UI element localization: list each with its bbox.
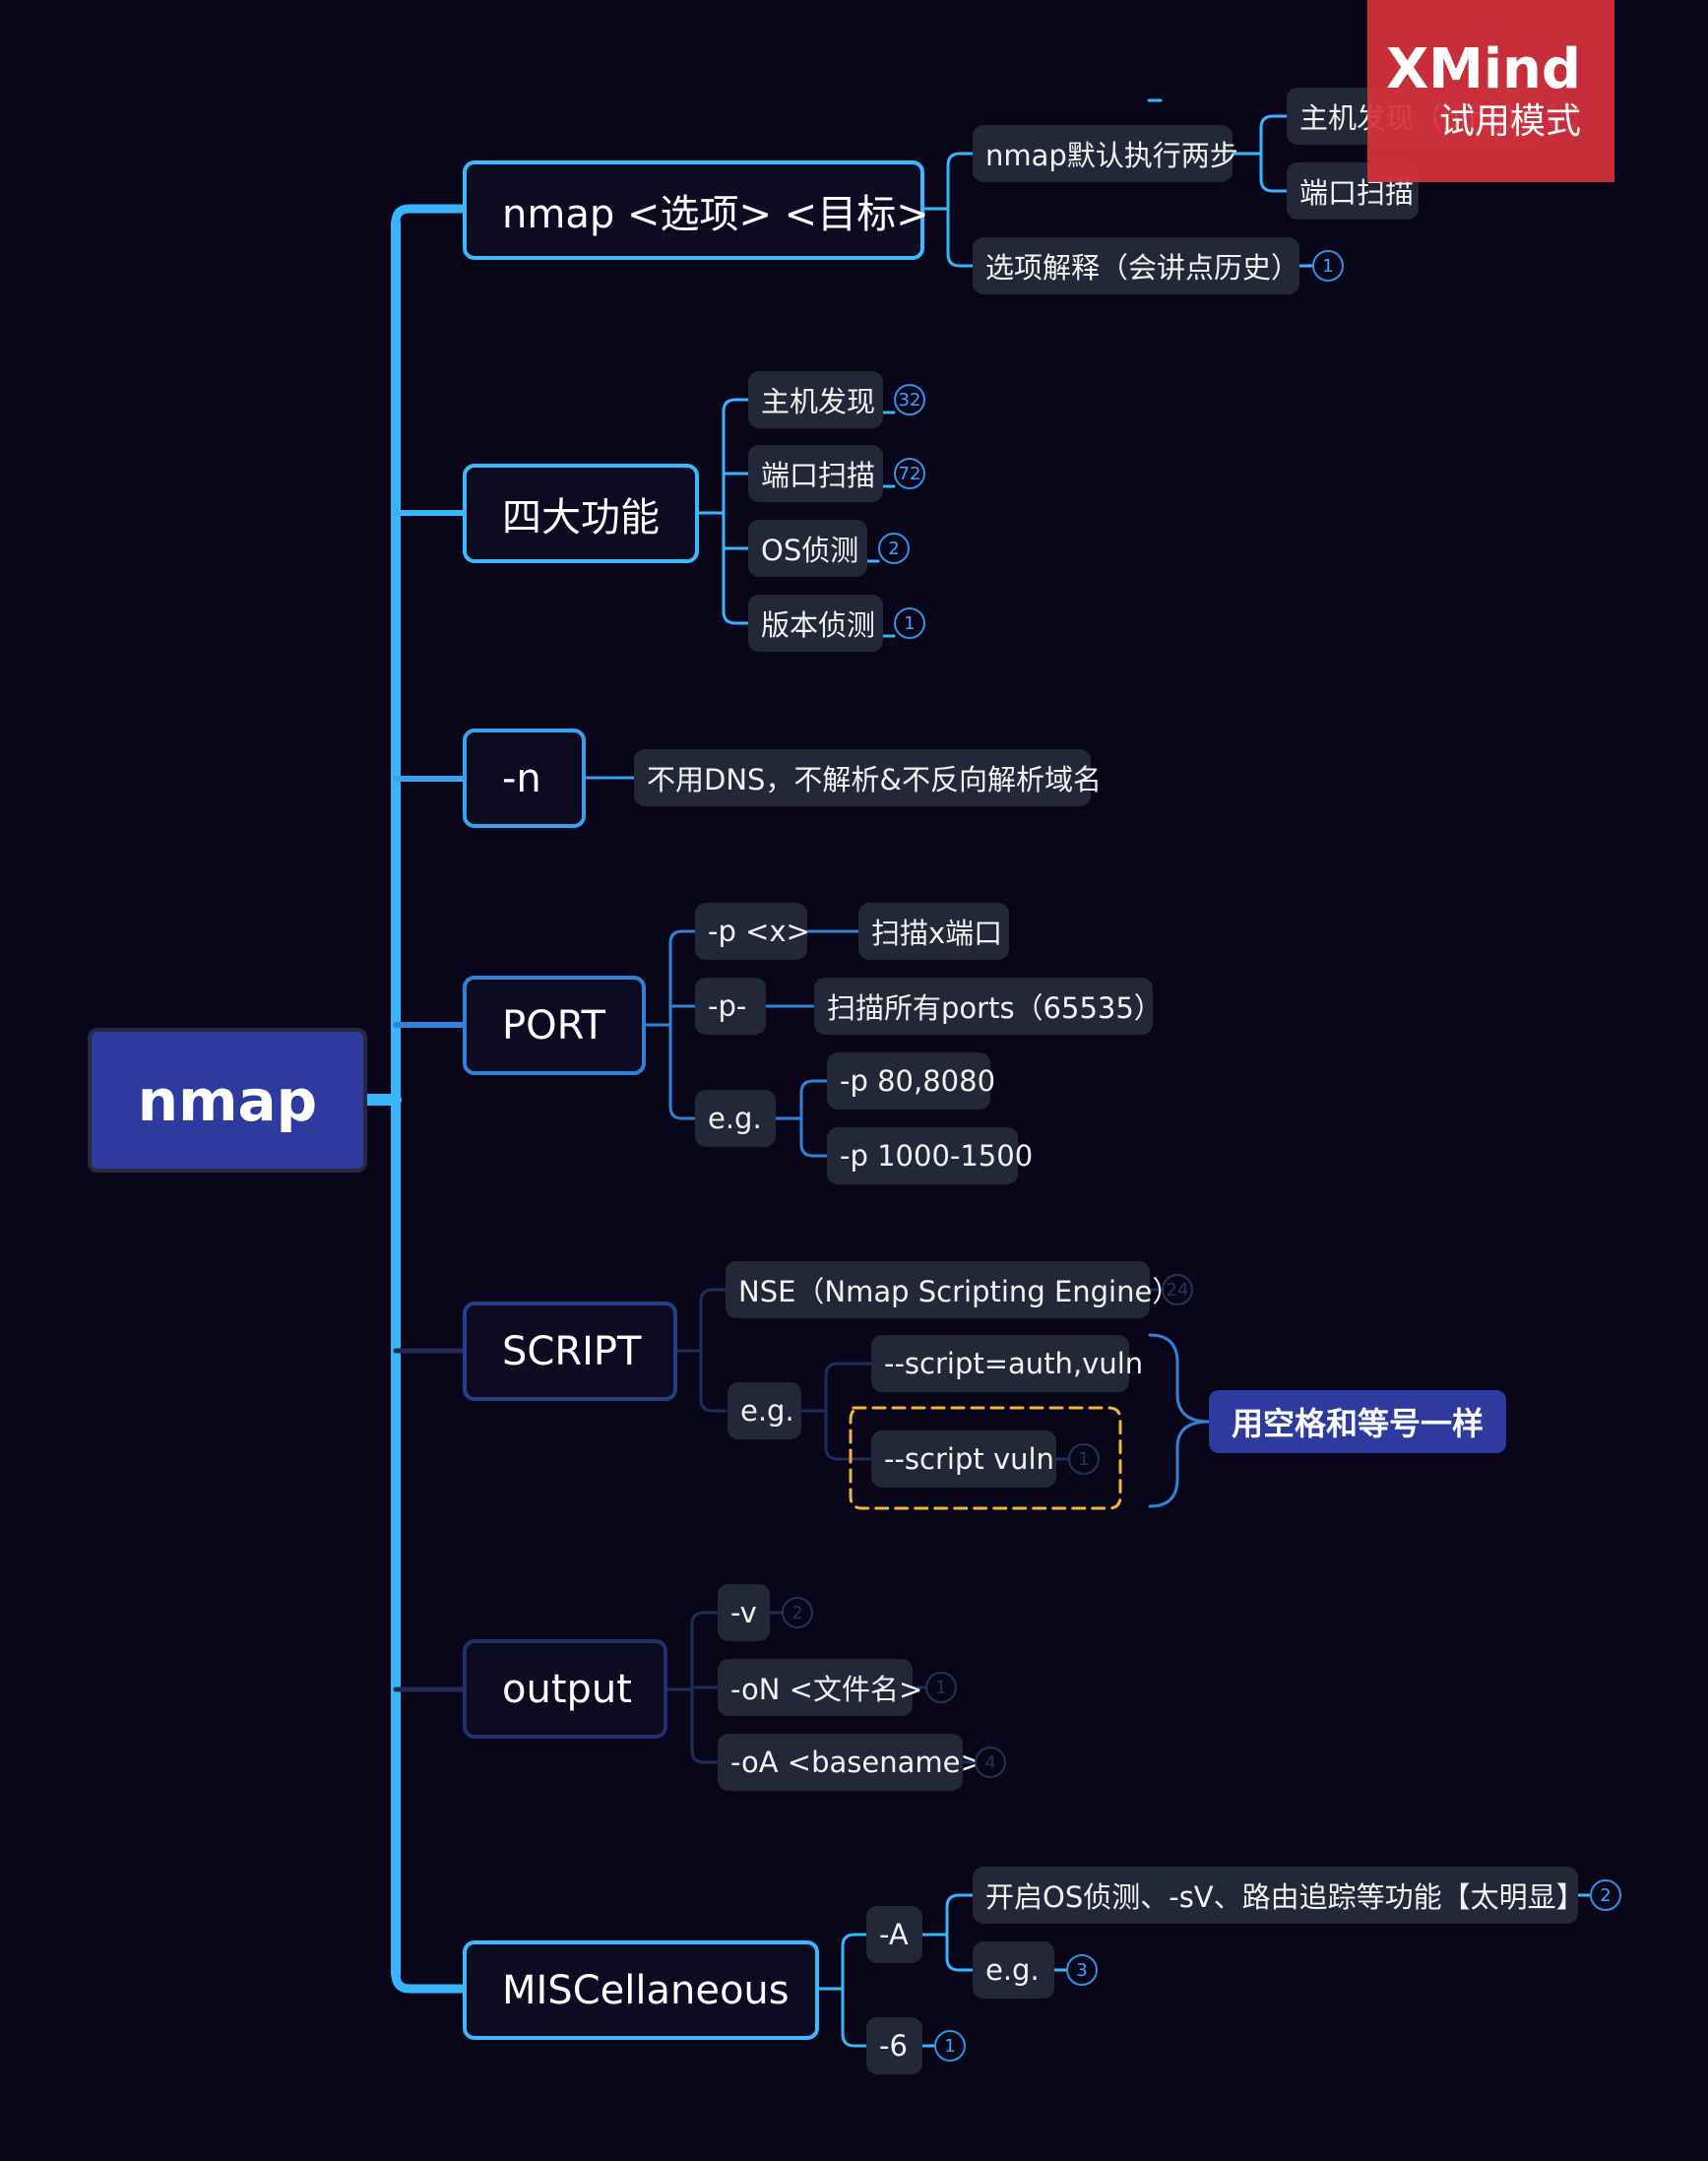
note-count-badge[interactable]: 24	[1162, 1274, 1193, 1305]
branch-connector	[946, 152, 975, 211]
topic-eg[interactable]: e.g.	[727, 1382, 801, 1439]
note-count-badge[interactable]: 3	[1066, 1954, 1098, 1986]
trunk-branch-connector	[391, 1969, 468, 1994]
branch-connector	[722, 511, 750, 625]
note-count-badge[interactable]: 1	[934, 2030, 966, 2062]
branch-usage[interactable]: nmap <选项> <目标>	[463, 160, 929, 260]
branch-connector	[824, 1362, 873, 1413]
branch-connector	[799, 1116, 829, 1158]
branch-output[interactable]: output	[463, 1639, 667, 1739]
branch-connector	[699, 1349, 727, 1413]
note-count-badge[interactable]: 1	[1312, 250, 1344, 282]
topic-oa-basename[interactable]: -oA <basename>	[718, 1734, 984, 1791]
topic-p-x[interactable]: -p <x>	[695, 903, 810, 960]
topic-script-auth-vuln[interactable]: --script=auth,vuln	[871, 1335, 1143, 1392]
note-count-badge[interactable]: 1	[925, 1672, 957, 1703]
summary-bracket	[1148, 1333, 1211, 1424]
topic-port-scan[interactable]: 端口扫描	[1287, 162, 1419, 220]
topic-version-detection[interactable]: 版本侦测	[748, 595, 883, 652]
note-count-badge[interactable]: 32	[894, 384, 925, 415]
branch-connector	[824, 1409, 873, 1461]
topic-options-explained[interactable]: 选项解释（会讲点历史）	[973, 237, 1299, 294]
topic-eg[interactable]: e.g.	[695, 1090, 776, 1147]
note-count-badge[interactable]: 4	[975, 1747, 1006, 1778]
note-count-badge[interactable]: 72	[894, 458, 925, 489]
root-topic[interactable]: nmap	[88, 1028, 367, 1173]
branch-script[interactable]: SCRIPT	[463, 1302, 677, 1401]
highlight-boundary	[849, 1406, 1122, 1510]
topic-p-dash[interactable]: -p-	[695, 978, 766, 1035]
topic-host-discovery[interactable]: 主机发现	[748, 371, 883, 428]
branch-connector	[668, 1023, 697, 1120]
note-count-badge[interactable]: 2	[1590, 1879, 1621, 1911]
topic-on-filename[interactable]: -oN <文件名>	[718, 1659, 922, 1716]
topic-p-80-8080[interactable]: -p 80,8080	[827, 1052, 995, 1110]
topic-scan-x-port[interactable]: 扫描x端口	[858, 903, 1009, 960]
branch-connector	[1259, 152, 1289, 193]
branch-n[interactable]: -n	[463, 729, 586, 828]
branch-connector	[945, 1933, 975, 1972]
topic-6[interactable]: -6	[866, 2017, 922, 2074]
note-count-badge[interactable]: 1	[894, 607, 925, 639]
topic-nse[interactable]: NSE（Nmap Scripting Engine）	[726, 1261, 1180, 1318]
summary-bracket	[1148, 1420, 1211, 1508]
branch-connector	[690, 1611, 720, 1691]
topic-no-dns[interactable]: 不用DNS，不解析&不反向解析域名	[634, 749, 1102, 806]
branch-connector	[799, 1079, 829, 1120]
branch-miscellaneous[interactable]: MISCellaneous	[463, 1940, 819, 2040]
branch-connector	[841, 1933, 868, 1991]
trunk-branch-connector	[391, 204, 468, 227]
branch-connector	[722, 398, 750, 515]
branch-connector	[699, 1288, 727, 1353]
note-count-badge[interactable]: 2	[782, 1597, 813, 1628]
branch-port[interactable]: PORT	[463, 976, 646, 1075]
topic-port-scanning[interactable]: 端口扫描	[748, 445, 883, 502]
topic-v[interactable]: -v	[718, 1584, 770, 1641]
note-count-badge[interactable]: 2	[878, 533, 910, 564]
topic-a[interactable]: -A	[866, 1906, 922, 1963]
topic-os-detection[interactable]: OS侦测	[748, 520, 867, 577]
topic-p-1000-1500[interactable]: -p 1000-1500	[827, 1127, 1033, 1184]
branch-connector	[690, 1687, 720, 1764]
topic-os-sv-traceroute[interactable]: 开启OS侦测、-sV、路由追踪等功能【太明显】	[973, 1867, 1585, 1924]
topic-scan-all-ports[interactable]: 扫描所有ports（65535）	[814, 978, 1163, 1035]
branch-connector	[946, 207, 975, 268]
watermark-title: XMind	[1385, 36, 1581, 101]
branch-connector	[668, 929, 697, 1027]
branch-connector	[945, 1893, 975, 1937]
topic-nmap-two-steps[interactable]: nmap默认执行两步	[973, 125, 1238, 182]
branch-connector	[841, 1987, 868, 2048]
summary-callout[interactable]: 用空格和等号一样	[1209, 1390, 1506, 1453]
note-count-badge[interactable]: 1	[1068, 1443, 1100, 1475]
watermark-subtitle: 试用模式	[1438, 100, 1581, 142]
branch-four-features[interactable]: 四大功能	[463, 464, 699, 563]
topic-script-vuln[interactable]: --script vuln	[871, 1430, 1056, 1488]
xmind-trial-watermark: XMind 试用模式	[1367, 0, 1614, 182]
topic-eg[interactable]: e.g.	[973, 1941, 1054, 1999]
branch-connector	[1259, 114, 1289, 156]
